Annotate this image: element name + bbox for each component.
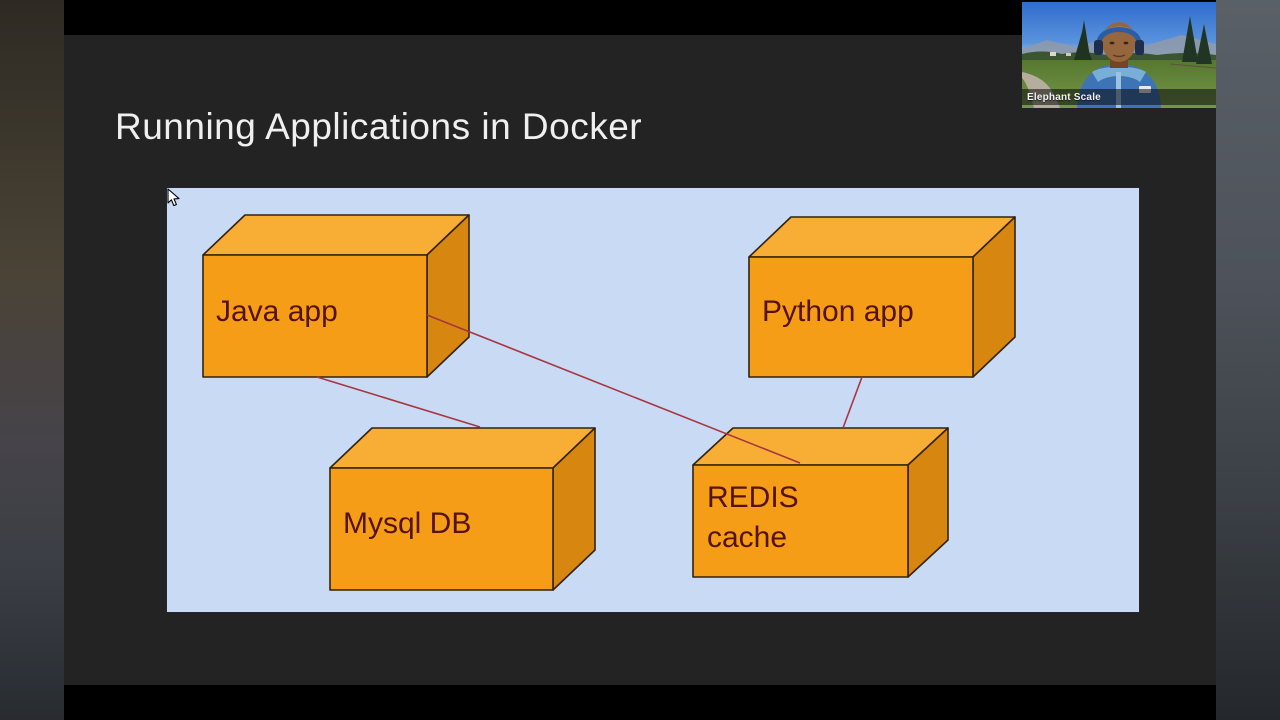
java-app-box [202, 214, 470, 378]
edge-python-to-redis [842, 376, 863, 429]
headphone-cup-left [1094, 40, 1103, 55]
webcam-name-strip: Elephant Scale [1022, 89, 1216, 105]
edge-java-to-redis [426, 314, 801, 464]
mouse-cursor-icon [167, 188, 180, 207]
headphone-cup-right [1135, 40, 1144, 55]
diagram-panel: Java app Python app Mysql DB REDIS cache [167, 188, 1139, 612]
python-app-box [748, 216, 1016, 378]
conifer-right [1182, 16, 1212, 64]
webcam-name-label: Elephant Scale [1027, 91, 1101, 103]
docker-architecture-diagram [202, 214, 1016, 591]
presentation-slide: Running Applications in Docker [64, 35, 1216, 685]
slide-title: Running Applications in Docker [115, 106, 643, 147]
right-filler-column [1216, 0, 1280, 720]
webcam-video[interactable]: Elephant Scale [1022, 2, 1216, 108]
house [1066, 53, 1071, 56]
left-filler-column [0, 0, 64, 720]
fence [1169, 63, 1216, 69]
edge-java-to-mysql [316, 376, 481, 428]
redis-cache-label: REDIS cache [707, 481, 799, 554]
webcam-scene [1022, 2, 1216, 108]
conifer-left [1074, 20, 1092, 60]
java-app-label: Java app [216, 295, 338, 328]
python-app-label: Python app [762, 295, 914, 328]
redis-cache-box [692, 427, 949, 578]
house [1050, 52, 1056, 56]
mysql-db-box [329, 427, 596, 591]
mysql-db-label: Mysql DB [343, 507, 472, 540]
